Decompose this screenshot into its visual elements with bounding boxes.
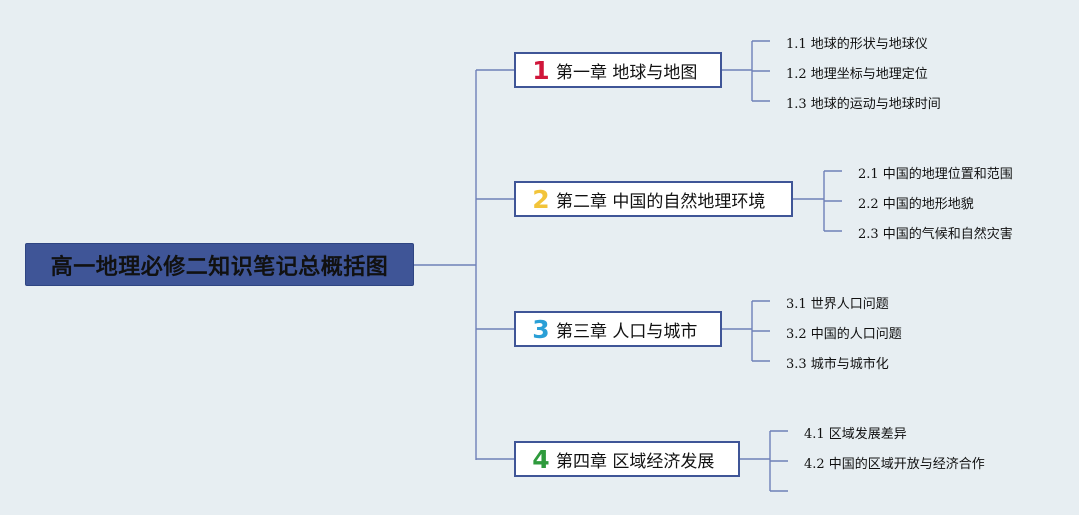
section-1-2[interactable]: 1.2 地理坐标与地理定位 bbox=[786, 67, 928, 82]
chapter-4-node[interactable]: 4 第四章 区域经济发展 bbox=[514, 441, 740, 477]
root-topic[interactable]: 高一地理必修二知识笔记总概括图 bbox=[25, 243, 414, 286]
chapter-3-number: 3 bbox=[532, 314, 550, 344]
chapter-3-node[interactable]: 3 第三章 人口与城市 bbox=[514, 311, 722, 347]
section-1-3[interactable]: 1.3 地球的运动与地球时间 bbox=[786, 97, 941, 112]
section-3-1[interactable]: 3.1 世界人口问题 bbox=[786, 297, 889, 312]
chapter-2-number: 2 bbox=[532, 184, 550, 214]
chapter-1-label: 第一章 地球与地图 bbox=[556, 62, 698, 83]
section-3-3[interactable]: 3.3 城市与城市化 bbox=[786, 357, 889, 372]
section-2-1[interactable]: 2.1 中国的地理位置和范围 bbox=[858, 167, 1013, 182]
section-1-1[interactable]: 1.1 地球的形状与地球仪 bbox=[786, 37, 928, 52]
section-3-2[interactable]: 3.2 中国的人口问题 bbox=[786, 327, 902, 342]
section-4-1[interactable]: 4.1 区域发展差异 bbox=[804, 427, 907, 442]
root-title: 高一地理必修二知识笔记总概括图 bbox=[50, 254, 389, 280]
chapter-2-label: 第二章 中国的自然地理环境 bbox=[556, 191, 766, 212]
section-2-2[interactable]: 2.2 中国的地形地貌 bbox=[858, 197, 974, 212]
chapter-2-node[interactable]: 2 第二章 中国的自然地理环境 bbox=[514, 181, 793, 217]
chapter-1-node[interactable]: 1 第一章 地球与地图 bbox=[514, 52, 722, 88]
chapter-1-number: 1 bbox=[532, 55, 550, 85]
chapter-4-label: 第四章 区域经济发展 bbox=[556, 451, 715, 472]
section-2-3[interactable]: 2.3 中国的气候和自然灾害 bbox=[858, 227, 1013, 242]
section-4-2[interactable]: 4.2 中国的区域开放与经济合作 bbox=[804, 457, 985, 472]
chapter-4-number: 4 bbox=[532, 444, 550, 474]
chapter-3-label: 第三章 人口与城市 bbox=[556, 321, 698, 342]
